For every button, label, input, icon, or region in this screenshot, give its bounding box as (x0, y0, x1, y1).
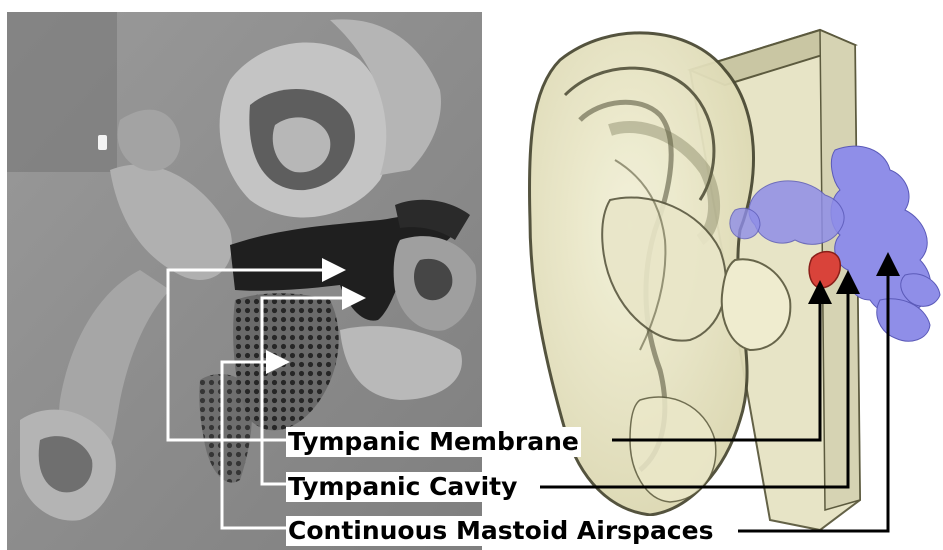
label-tympanic-membrane: Tympanic Membrane (286, 427, 581, 457)
ct-scan-panel (7, 12, 482, 550)
label-continuous-mastoid-airspaces: Continuous Mastoid Airspaces (286, 516, 715, 546)
ear-model-panel (529, 30, 940, 530)
label-tympanic-cavity: Tympanic Cavity (286, 472, 519, 502)
bright-marker (98, 135, 107, 150)
